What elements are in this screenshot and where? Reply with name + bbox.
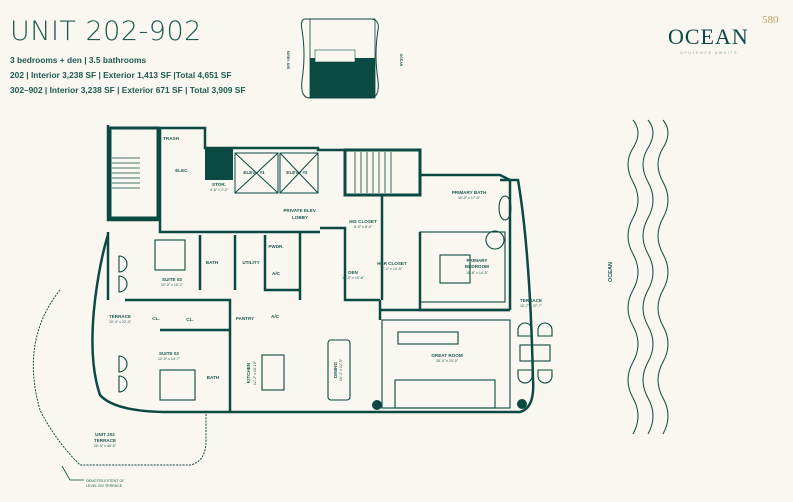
room-unit-202-terrace-2: TERRACE: [94, 438, 116, 443]
logo-word: OCEAN: [668, 24, 749, 49]
room-lobby-2: LOBBY: [292, 215, 308, 220]
room-great-room-dims: 28'-0" x 20'-0": [436, 359, 459, 363]
room-terrace-right: TERRACE: [520, 298, 542, 303]
planter: [372, 400, 382, 410]
room-primary-bedroom-dims: 19'-8" x 14'-5": [466, 271, 489, 275]
unit-202-areas: 202 | Interior 3,238 SF | Exterior 1,413…: [10, 70, 232, 80]
room-his-closet: HIS CLOSET: [349, 219, 377, 224]
room-den: DEN: [348, 270, 358, 275]
room-dining: DINING: [333, 362, 338, 379]
room-suite-02: SUITE 02: [159, 351, 179, 356]
unit-302-902-areas: 302–902 | Interior 3,238 SF | Exterior 6…: [10, 85, 246, 95]
room-den-dims: 10'-0" x 10'-6": [342, 276, 365, 280]
room-primary-bedroom: PRIMARY: [466, 258, 487, 263]
room-closet-2: CL.: [186, 317, 193, 322]
room-kitchen-dims: 12'-2" x 18'-10": [253, 360, 257, 385]
room-her-closet-dims: 7'-2" x 14'-5": [382, 267, 403, 271]
room-bath-2: BATH: [207, 375, 220, 380]
room-unit-202-terrace-dims: 20'-6" x 46'-6": [94, 444, 117, 448]
planter: [517, 399, 527, 409]
key-plan: KIRBY AVE OCEAN: [286, 18, 403, 99]
room-terrace-left: TERRACE: [109, 314, 131, 319]
room-stor-dims: 4'-6" x 2'-3": [210, 188, 229, 192]
room-ac-1: A/C: [272, 271, 281, 276]
terrace-outlines: [32, 178, 535, 481]
room-elec: ELEC.: [175, 168, 189, 173]
stair-1-treads: [112, 157, 140, 189]
room-primary-bedroom-2: BEDROOM: [465, 264, 489, 269]
room-dining-dims: 16'-4" x 12'-3": [339, 358, 343, 381]
stair-1: [108, 126, 160, 220]
terrace-extent-note-2: LEVEL 202 TERRACE: [86, 484, 123, 488]
structural-column: [205, 148, 233, 180]
room-trash: TRASH: [163, 136, 180, 141]
unit-summary: 3 bedrooms + den | 3.5 bathrooms: [10, 55, 147, 65]
furniture: [118, 195, 553, 409]
ocean-580-logo: OCEAN 580 OPULENCE AWAITS: [668, 14, 779, 55]
stair-2-treads: [354, 152, 392, 193]
room-pwdr: PWDR.: [268, 244, 283, 249]
room-bath-1: BATH: [206, 260, 219, 265]
room-primary-bath: PRIMARY BATH: [452, 190, 487, 195]
room-stor: STOR.: [212, 182, 226, 187]
room-unit-202-terrace: UNIT 202: [95, 432, 115, 437]
room-closet-1: CL.: [152, 316, 159, 321]
room-lobby: PRIVATE ELEV.: [283, 208, 316, 213]
room-ac-2: A/C: [271, 314, 280, 319]
ocean-waves-icon: [627, 119, 669, 435]
stair-2: [343, 148, 422, 197]
room-primary-bath-dims: 10'-0" x 17'-0": [458, 196, 481, 200]
room-terrace-right-dims: 10'-7" x 47'-7": [520, 304, 543, 308]
room-suite-03-dims: 12'-0" x 15'-2": [161, 283, 184, 287]
room-elev-1: ELEV - #1: [243, 170, 265, 175]
room-utility: UTILITY: [242, 260, 259, 265]
unit-title: UNIT 202-902: [10, 16, 202, 47]
ocean-label: OCEAN: [608, 262, 614, 282]
room-suite-02-dims: 12'-0" x 14'-7": [158, 357, 181, 361]
room-terrace-left-dims: 10'-4" x 22'-3": [109, 320, 132, 324]
room-his-closet-dims: 6'-0" x 8'-0": [354, 225, 373, 229]
room-kitchen: KITCHEN: [246, 362, 251, 383]
room-her-closet: HER CLOSET: [377, 261, 407, 266]
walls: [106, 125, 512, 412]
room-elev-2: ELEV - #2: [286, 170, 308, 175]
elevators: [234, 152, 319, 194]
room-suite-03: SUITE 03: [162, 277, 182, 282]
terrace-extent-note: DENOTES EXTENT OF: [86, 479, 125, 483]
room-pantry: PANTRY: [236, 316, 254, 321]
keyplan-street-label: KIRBY AVE: [286, 51, 290, 70]
keyplan-ocean-label: OCEAN: [399, 54, 403, 67]
room-great-room: GREAT ROOM: [431, 353, 462, 358]
logo-number: 580: [762, 14, 779, 26]
logo-tagline: OPULENCE AWAITS: [680, 51, 739, 55]
